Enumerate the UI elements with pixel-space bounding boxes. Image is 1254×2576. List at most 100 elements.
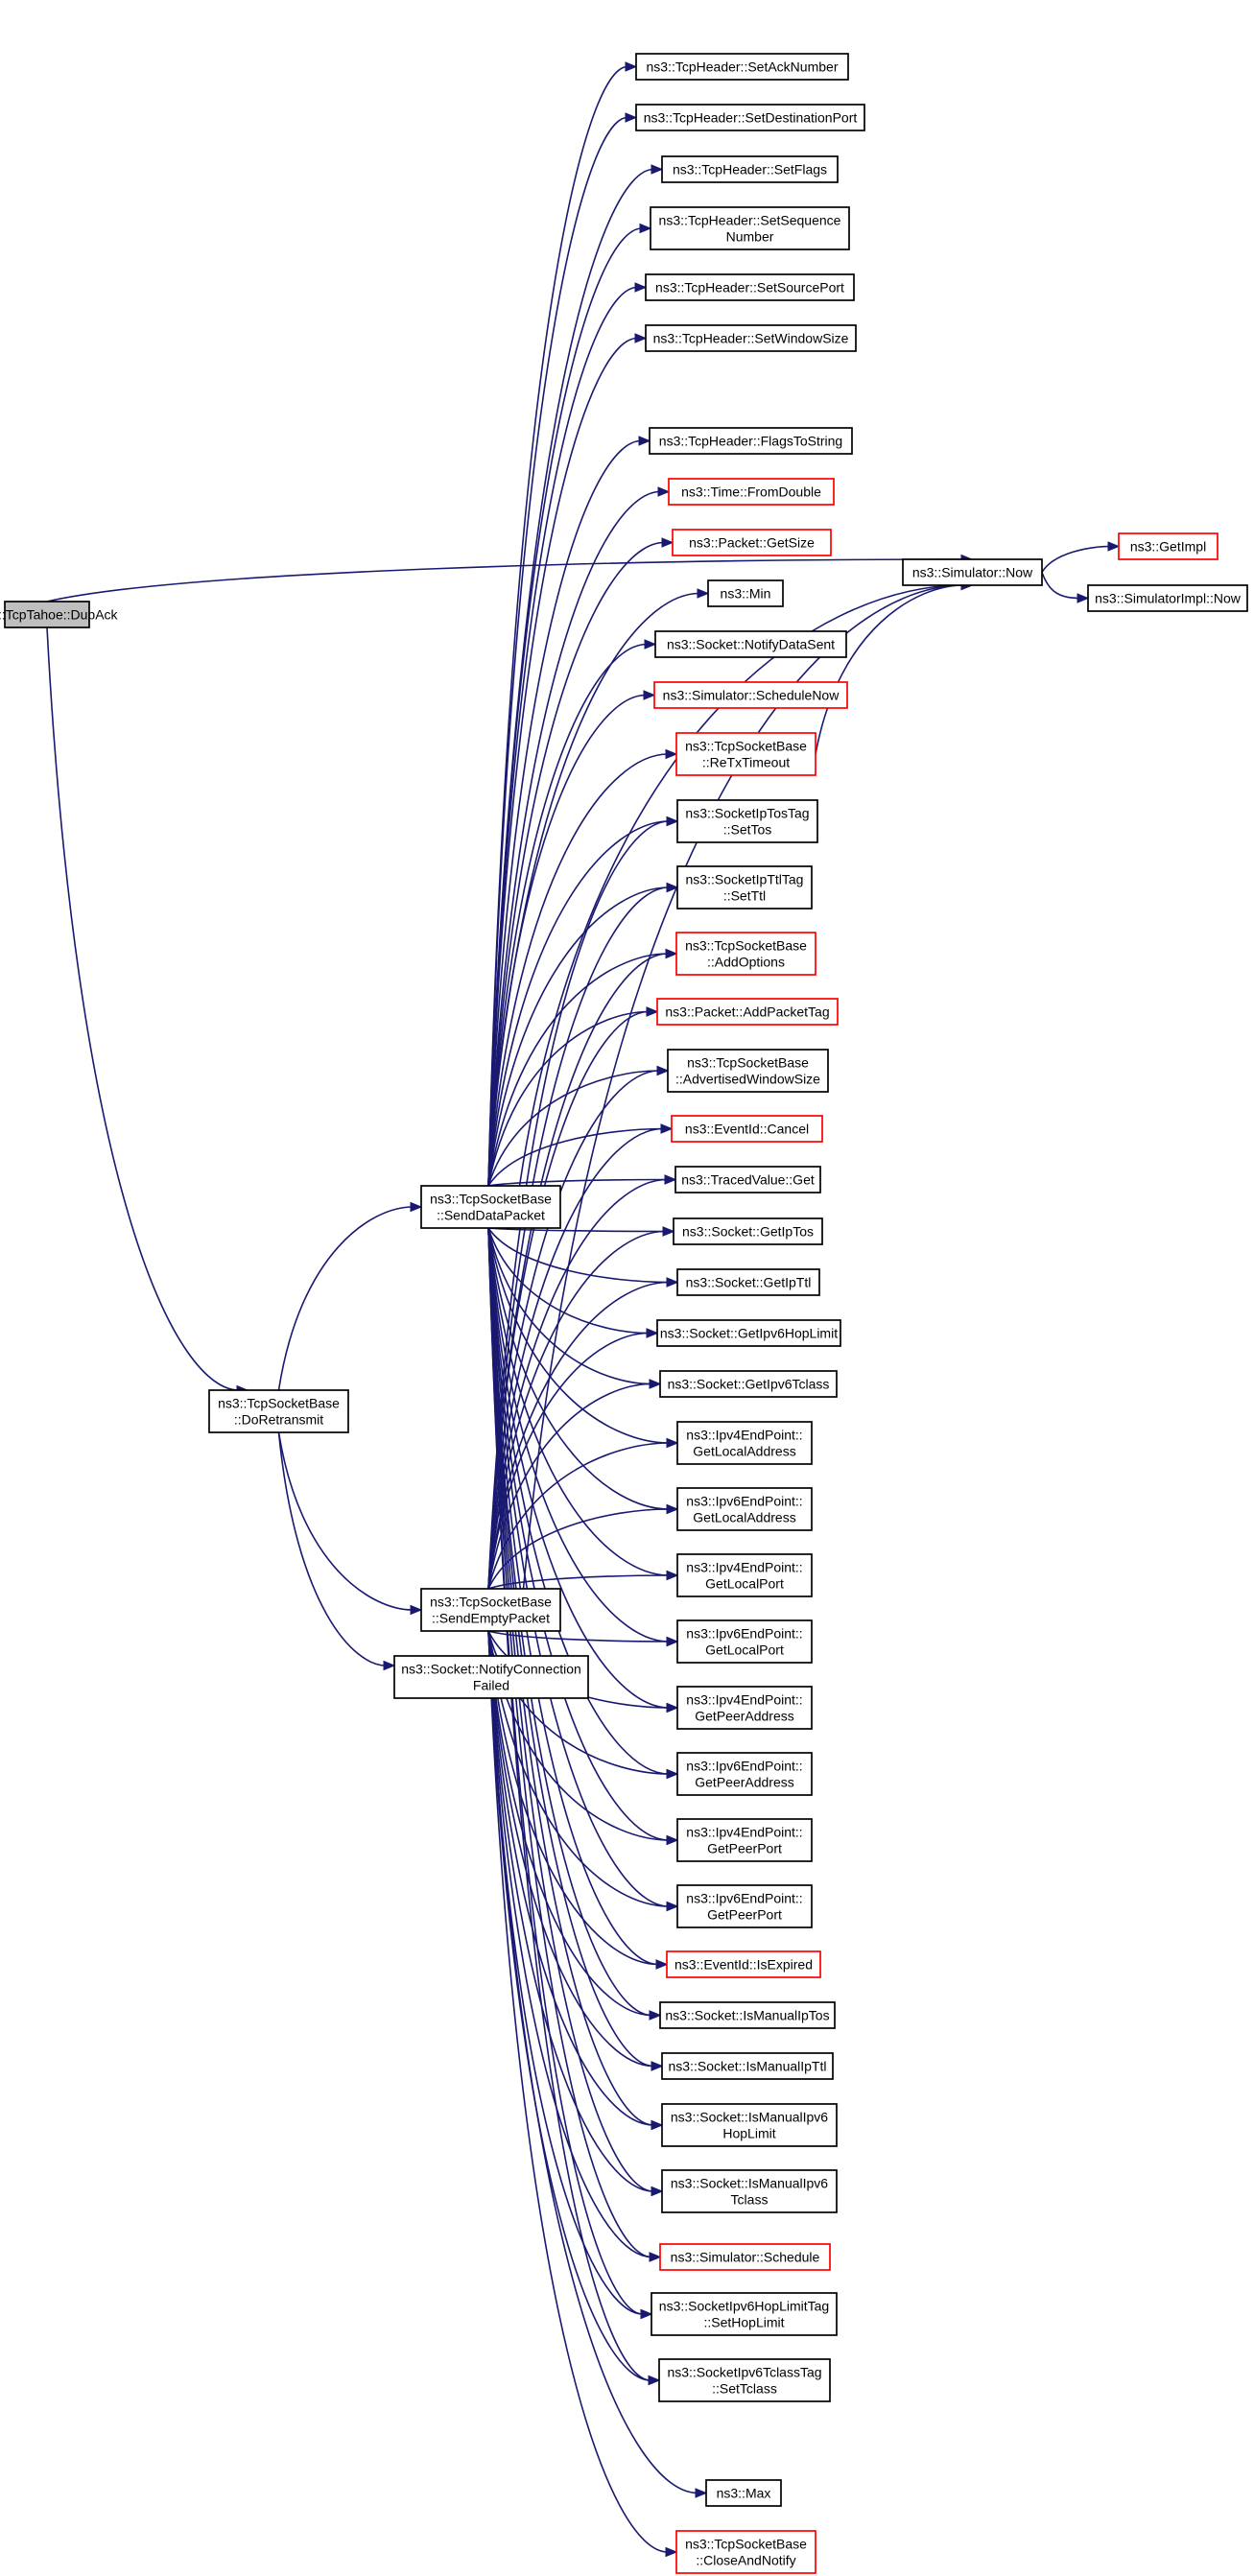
node-isExpired[interactable]: ns3::EventId::IsExpired: [666, 1950, 821, 1978]
node-flagsToString[interactable]: ns3::TcpHeader::FlagsToString: [649, 427, 853, 455]
node-setTos[interactable]: ns3::SocketIpTosTag::SetTos: [676, 799, 818, 843]
node-setTclass[interactable]: ns3::SocketIpv6TclassTag::SetTclass: [658, 2358, 831, 2402]
node-scheduleNow[interactable]: ns3::Simulator::ScheduleNow: [653, 681, 848, 709]
arrowhead-icon: [640, 2308, 653, 2320]
node-box: [393, 1655, 589, 1699]
edge-line: [487, 1442, 670, 1590]
node-getSize[interactable]: ns3::Packet::GetSize: [672, 529, 832, 556]
node-box: [659, 1370, 838, 1398]
edge-sendEmptyPacket-to-isExpired: [487, 1630, 669, 1970]
node-simulatorNow[interactable]: ns3::Simulator::Now: [902, 558, 1043, 586]
node-getIpTtl[interactable]: ns3::Socket::GetIpTtl: [676, 1268, 820, 1296]
edge-sendEmptyPacket-to-ipv4GetLocalPort: [487, 1570, 679, 1590]
edge-sendEmptyPacket-to-isManualIpv6HopLimit: [487, 1630, 664, 2131]
arrowhead-icon: [649, 2010, 662, 2021]
node-label: ns3::TcpHeader::SetSourcePort: [655, 280, 844, 295]
node-box: [661, 2103, 838, 2147]
node-label: ns3::TcpSocketBase: [430, 1192, 552, 1207]
node-box: [676, 1686, 813, 1730]
edge-sendEmptyPacket-to-max: [487, 1630, 708, 2498]
node-box: [676, 1884, 813, 1928]
node-label: ns3::SocketIpv6TclassTag: [667, 2365, 821, 2380]
node-closeAndNotify[interactable]: ns3::TcpSocketBase::CloseAndNotify: [675, 2530, 816, 2574]
node-doRetransmit[interactable]: ns3::TcpSocketBase::DoRetransmit: [208, 1389, 349, 1433]
edge-doRetransmit-to-sendDataPacket: [277, 1201, 423, 1391]
node-label: ns3::GetImpl: [1130, 539, 1206, 555]
node-label: ns3::Socket::IsManualIpTos: [665, 2008, 829, 2023]
arrowhead-icon: [649, 2252, 662, 2262]
arrowhead-icon: [651, 164, 664, 175]
node-label: ns3::Socket::NotifyConnection: [401, 1662, 581, 1677]
edge-line: [487, 490, 661, 1187]
node-ipv6GetLocalAddr[interactable]: ns3::Ipv6EndPoint::GetLocalAddress: [676, 1487, 813, 1531]
edge-line: [46, 626, 240, 1391]
node-setHopLimit[interactable]: ns3::SocketIpv6HopLimitTag::SetHopLimit: [651, 2292, 838, 2336]
edge-sendDataPacket-to-advWindowSize: [487, 1065, 670, 1187]
node-getIpTos[interactable]: ns3::Socket::GetIpTos: [673, 1217, 823, 1245]
edge-line: [487, 1070, 660, 1187]
node-box: [667, 1049, 829, 1093]
edge-sendEmptyPacket-to-ipv4GetLocalAddr: [487, 1437, 679, 1590]
arrowhead-icon: [383, 1660, 396, 1671]
node-advWindowSize[interactable]: ns3::TcpSocketBase::AdvertisedWindowSize: [667, 1049, 829, 1093]
node-label: ns3::TcpSocketBase: [218, 1396, 340, 1411]
edge-line: [815, 584, 964, 755]
edge-line: [487, 820, 670, 1590]
node-notifyDataSent[interactable]: ns3::Socket::NotifyDataSent: [654, 630, 847, 658]
edge-line: [487, 439, 642, 1187]
node-ipv4GetLocalAddr[interactable]: ns3::Ipv4EndPoint::GetLocalAddress: [676, 1421, 813, 1465]
node-simImplNow[interactable]: ns3::SimulatorImpl::Now: [1087, 584, 1248, 612]
node-ipv4GetPeerAddr[interactable]: ns3::Ipv4EndPoint::GetPeerAddress: [676, 1686, 813, 1730]
arrowhead-icon: [655, 1959, 669, 1970]
node-min[interactable]: ns3::Min: [707, 579, 784, 607]
edge-line: [487, 1630, 652, 2258]
node-label: ns3::EventId::IsExpired: [674, 1957, 813, 1973]
node-getImpl[interactable]: ns3::GetImpl: [1118, 532, 1219, 560]
node-setSourcePort[interactable]: ns3::TcpHeader::SetSourcePort: [645, 273, 855, 301]
node-box: [676, 1752, 813, 1796]
edge-line: [487, 1227, 654, 2126]
edge-line: [487, 694, 647, 1187]
node-addOptions[interactable]: ns3::TcpSocketBase::AddOptions: [675, 932, 816, 976]
node-ipv4GetPeerPort[interactable]: ns3::Ipv4EndPoint::GetPeerPort: [676, 1818, 813, 1862]
node-getIpv6Tclass[interactable]: ns3::Socket::GetIpv6Tclass: [659, 1370, 838, 1398]
edge-line: [487, 753, 669, 1187]
node-ipv4GetLocalPort[interactable]: ns3::Ipv4EndPoint::GetLocalPort: [676, 1553, 813, 1597]
node-label: ns3::SocketIpv6HopLimitTag: [659, 2299, 829, 2314]
node-setAckNumber[interactable]: ns3::TcpHeader::SetAckNumber: [635, 53, 849, 81]
edge-line: [487, 1630, 670, 1642]
node-box: [675, 932, 816, 976]
node-ipv6GetPeerAddr[interactable]: ns3::Ipv6EndPoint::GetPeerAddress: [676, 1752, 813, 1796]
node-tracedGet[interactable]: ns3::TracedValue::Get: [674, 1166, 821, 1193]
node-sendEmptyPacket[interactable]: ns3::TcpSocketBase::SendEmptyPacket: [420, 1588, 561, 1632]
node-root[interactable]: ns3::TcpTahoe::DupAck: [0, 601, 119, 628]
node-label: ::SendEmptyPacket: [432, 1611, 550, 1626]
node-box: [208, 1389, 349, 1433]
node-ipv6GetPeerPort[interactable]: ns3::Ipv6EndPoint::GetPeerPort: [676, 1884, 813, 1928]
node-isManualIpTtl[interactable]: ns3::Socket::IsManualIpTtl: [661, 2052, 834, 2080]
arrowhead-icon: [666, 1834, 679, 1846]
edge-doRetransmit-to-notifyConnFailed: [277, 1431, 396, 1671]
node-cancel[interactable]: ns3::EventId::Cancel: [671, 1115, 823, 1143]
node-isManualIpTos[interactable]: ns3::Socket::IsManualIpTos: [659, 2001, 836, 2029]
node-addPacketTag[interactable]: ns3::Packet::AddPacketTag: [656, 998, 839, 1026]
node-ipv6GetLocalPort[interactable]: ns3::Ipv6EndPoint::GetLocalPort: [676, 1619, 813, 1664]
node-setWindowSize[interactable]: ns3::TcpHeader::SetWindowSize: [645, 324, 857, 352]
edge-sendDataPacket-to-setSourcePort: [487, 282, 648, 1187]
node-reTxTimeout[interactable]: ns3::TcpSocketBase::ReTxTimeout: [675, 732, 816, 776]
edge-line: [487, 1630, 652, 2017]
node-schedule[interactable]: ns3::Simulator::Schedule: [659, 2243, 831, 2271]
node-setTtl[interactable]: ns3::SocketIpTtlTag::SetTtl: [676, 865, 813, 910]
arrowhead-icon: [665, 948, 678, 959]
edge-line: [487, 886, 670, 1590]
node-sendDataPacket[interactable]: ns3::TcpSocketBase::SendDataPacket: [420, 1185, 561, 1229]
node-max[interactable]: ns3::Max: [705, 2479, 782, 2507]
node-getIpv6HopLimit[interactable]: ns3::Socket::GetIpv6HopLimit: [656, 1319, 841, 1347]
node-fromDouble[interactable]: ns3::Time::FromDouble: [668, 478, 835, 506]
node-setFlags[interactable]: ns3::TcpHeader::SetFlags: [661, 155, 839, 183]
node-setDestPort[interactable]: ns3::TcpHeader::SetDestinationPort: [635, 104, 865, 131]
